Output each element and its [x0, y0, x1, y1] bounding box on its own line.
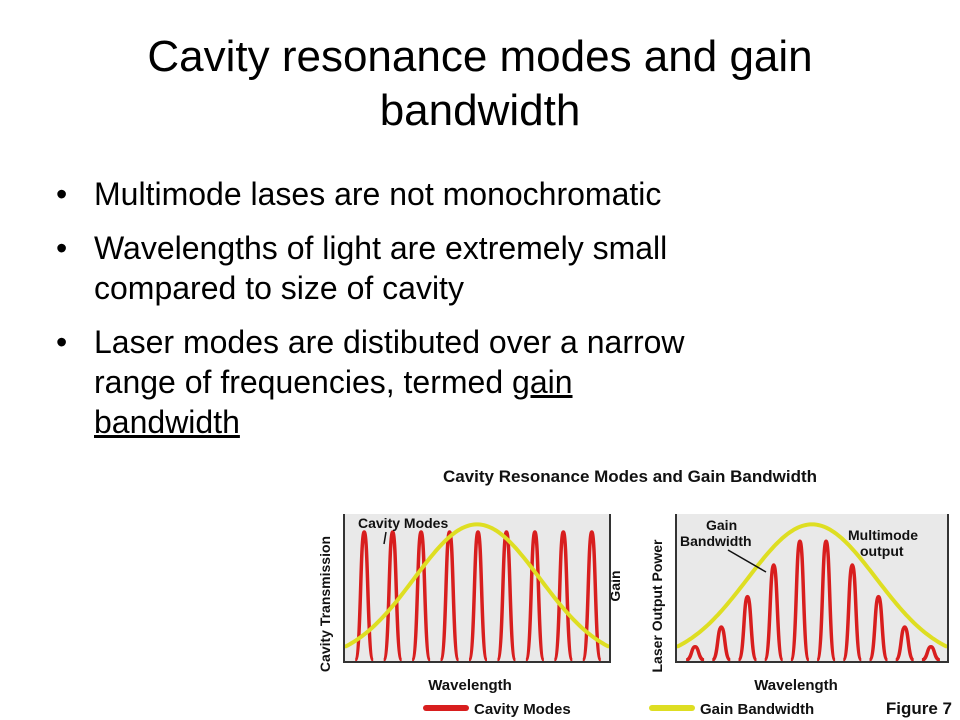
right-xlabel: Wavelength: [754, 677, 838, 694]
output-mode-peak-3: [736, 594, 759, 662]
right-annotation-multimode-line-1: Multimode: [848, 527, 918, 543]
bullet-text-1: Multimode lases are not monochromatic: [94, 176, 662, 212]
right-annotation-gain-line-1: Gain: [706, 517, 737, 533]
figure-title: Cavity Resonance Modes and Gain Bandwidt…: [443, 467, 817, 486]
cavity-mode-peak-6: [495, 530, 518, 662]
bullet-item-2: • Wavelengths of light are extremely sma…: [56, 228, 916, 308]
left-xlabel: Wavelength: [428, 677, 512, 694]
bullet-text-3-line-1: Laser modes are distibuted over a narrow: [94, 324, 685, 360]
right-output-modes: [685, 539, 941, 662]
bullet-text-3-line-2: range of frequencies, termed: [94, 364, 513, 400]
cavity-mode-peak-4: [438, 530, 461, 662]
right-annotation-multimode-line-2: output: [860, 543, 904, 559]
output-mode-peak-9: [894, 625, 915, 662]
bullet-text-2-line-2: compared to size of cavity: [94, 270, 464, 306]
bullet-text-2-line-1: Wavelengths of light are extremely small: [94, 230, 668, 266]
output-mode-peak-6: [815, 539, 837, 662]
left-gain-curve: [344, 522, 610, 649]
right-gain-curve: [676, 522, 948, 649]
slide-title: Cavity resonance modes and gain bandwidt…: [40, 30, 920, 138]
gain-bandwidth-figure: Cavity Resonance Modes and Gain Bandwidt…: [300, 456, 960, 720]
output-mode-peak-4: [762, 563, 785, 662]
cavity-mode-peak-7: [524, 530, 546, 662]
bullet-marker: •: [56, 176, 68, 212]
figure-label: Figure 7: [886, 699, 952, 718]
figure-canvas: Cavity Resonance Modes and Gain Bandwidt…: [317, 467, 952, 718]
output-mode-peak-2: [711, 625, 732, 662]
cavity-mode-peak-2: [381, 530, 404, 662]
right-ylabel: Laser Output Power: [649, 539, 665, 673]
bullet-marker: •: [56, 324, 68, 360]
output-mode-peak-8: [867, 594, 890, 662]
legend-cavity-modes-label: Cavity Modes: [474, 701, 571, 718]
bullet-marker: •: [56, 230, 68, 266]
slide-title-line-1: Cavity resonance modes and gain: [147, 32, 813, 81]
legend-gain-bandwidth-label: Gain Bandwidth: [700, 701, 814, 718]
output-mode-peak-7: [841, 563, 864, 662]
right-annotation-gain-line-2: Bandwidth: [680, 533, 752, 549]
cavity-mode-peak-3: [410, 530, 432, 662]
bandwidth-term: bandwidth: [94, 404, 240, 440]
bullet-item-3: • Laser modes are distibuted over a narr…: [56, 322, 916, 442]
cavity-mode-peak-5: [467, 530, 489, 662]
output-mode-peak-5: [789, 539, 811, 662]
slide-title-line-2: bandwidth: [379, 86, 581, 135]
output-mode-peak-1: [685, 645, 705, 662]
left-axes: [343, 514, 611, 663]
bullet-list: • Multimode lases are not monochromatic …: [56, 174, 916, 456]
gain-term: gain: [512, 364, 573, 400]
left-ylabel: Cavity Transmission: [317, 536, 333, 672]
left-annotation-pointer: [383, 531, 387, 545]
left-annotation-cavity-modes: Cavity Modes: [358, 515, 448, 531]
cavity-mode-peak-8: [552, 530, 575, 662]
output-mode-peak-10: [921, 645, 941, 662]
right-axes: [675, 514, 949, 663]
right-annotation-gain-pointer: [727, 549, 767, 573]
bullet-item-1: • Multimode lases are not monochromatic: [56, 174, 916, 214]
